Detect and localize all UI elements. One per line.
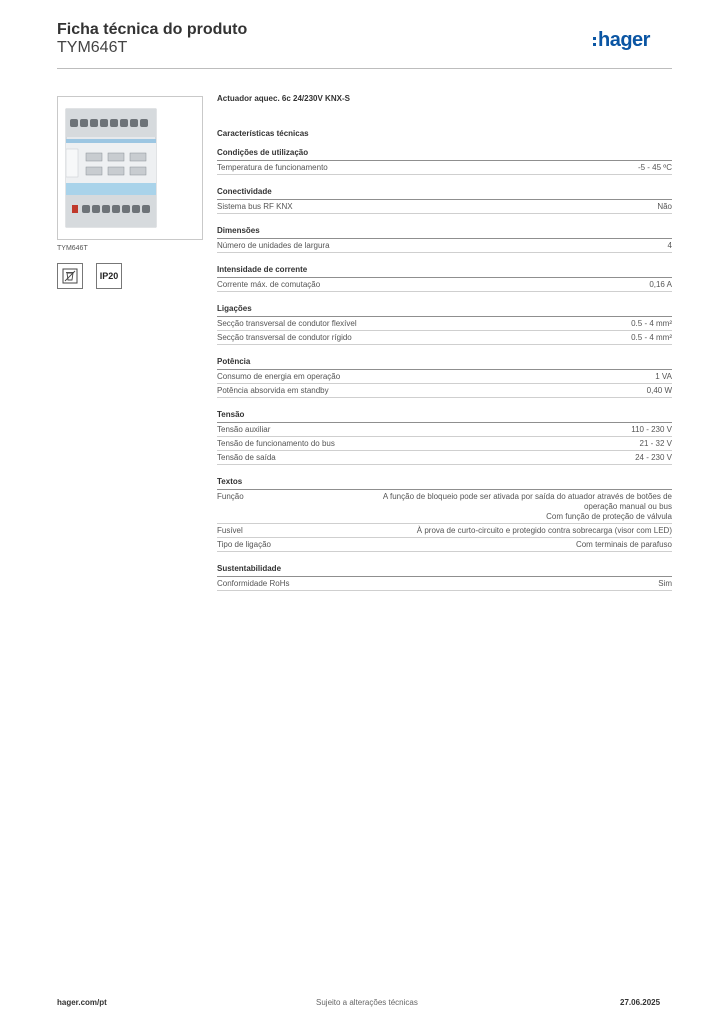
spec-value: 21 - 32 V xyxy=(639,438,672,448)
spec-row: Tipo de ligação Com terminais de parafuso xyxy=(217,538,672,552)
spec-label: Consumo de energia em operação xyxy=(217,371,341,381)
spec-row: Tensão de saída 24 - 230 V xyxy=(217,451,672,465)
spec-label: Secção transversal de condutor rígido xyxy=(217,332,352,342)
spec-row: Tensão auxiliar 110 - 230 V xyxy=(217,423,672,437)
spec-value: 0.5 - 4 mm² xyxy=(631,318,672,328)
section-sustainability: Sustentabilidade Conformidade RoHs Sim xyxy=(217,563,672,591)
spec-row: Tensão de funcionamento do bus 21 - 32 V xyxy=(217,437,672,451)
no-waste-bin-icon xyxy=(57,263,83,289)
spec-row: Potência absorvida em standby 0,40 W xyxy=(217,384,672,398)
spec-label: Tensão auxiliar xyxy=(217,424,271,434)
spec-value-line: Com função de proteção de válvula xyxy=(546,511,672,521)
section-connectivity: Conectividade Sistema bus RF KNX Não xyxy=(217,186,672,214)
spec-value: À prova de curto-circuito e protegido co… xyxy=(416,525,672,535)
hager-logo[interactable]: hager xyxy=(593,30,650,50)
section-texts: Textos Função A função de bloqueio pode s… xyxy=(217,476,672,552)
spec-value: 24 - 230 V xyxy=(635,452,672,462)
spec-label: Secção transversal de condutor flexível xyxy=(217,318,357,328)
ip-rating-badge: IP20 xyxy=(96,263,122,289)
section-title: Tensão xyxy=(217,409,672,423)
spec-value-line: A função de bloqueio pode ser ativada po… xyxy=(382,491,672,511)
section-conditions: Condições de utilização Temperatura de f… xyxy=(217,147,672,175)
spec-label: Tipo de ligação xyxy=(217,539,271,549)
logo-dots-icon xyxy=(593,36,596,46)
knx-actuator-device-icon xyxy=(65,108,157,228)
spec-row: Corrente máx. de comutação 0,16 A xyxy=(217,278,672,292)
spec-row: Função A função de bloqueio pode ser ativ… xyxy=(217,490,672,524)
spec-value: 110 - 230 V xyxy=(631,424,672,434)
product-name: Actuador aquec. 6c 24/230V KNX-S xyxy=(217,94,350,103)
spec-value: 4 xyxy=(667,240,672,250)
section-title: Conectividade xyxy=(217,186,672,200)
section-title: Ligações xyxy=(217,303,672,317)
section-dimensions: Dimensões Número de unidades de largura 4 xyxy=(217,225,672,253)
spec-label: Tensão de saída xyxy=(217,452,276,462)
section-voltage: Tensão Tensão auxiliar 110 - 230 V Tensão… xyxy=(217,409,672,465)
spec-label: Sistema bus RF KNX xyxy=(217,201,293,211)
spec-label: Função xyxy=(217,491,244,501)
section-title: Potência xyxy=(217,356,672,370)
logo-text: hager xyxy=(598,29,650,51)
footer-disclaimer: Sujeito a alterações técnicas xyxy=(316,998,418,1007)
product-code: TYM646T xyxy=(57,39,128,56)
spec-value: Com terminais de parafuso xyxy=(575,539,672,549)
spec-row: Consumo de energia em operação 1 VA xyxy=(217,370,672,384)
spec-row: Conformidade RoHs Sim xyxy=(217,577,672,591)
spec-value: 0,16 A xyxy=(649,279,672,289)
spec-value: 0.5 - 4 mm² xyxy=(631,332,672,342)
page-title: Ficha técnica do produto xyxy=(57,21,248,38)
spec-label: Corrente máx. de comutação xyxy=(217,279,321,289)
section-title: Textos xyxy=(217,476,672,490)
spec-row: Temperatura de funcionamento -5 - 45 ºC xyxy=(217,161,672,175)
spec-row: Sistema bus RF KNX Não xyxy=(217,200,672,214)
spec-label: Temperatura de funcionamento xyxy=(217,162,328,172)
specs-heading: Características técnicas xyxy=(217,129,309,138)
spec-row: Fusível À prova de curto-circuito e prote… xyxy=(217,524,672,538)
spec-value: 0,40 W xyxy=(646,385,672,395)
section-title: Intensidade de corrente xyxy=(217,264,672,278)
spec-value: 1 VA xyxy=(655,371,672,381)
header-divider xyxy=(57,68,672,69)
footer-date: 27.06.2025 xyxy=(620,998,661,1007)
section-power: Potência Consumo de energia em operação 1… xyxy=(217,356,672,398)
section-current: Intensidade de corrente Corrente máx. de… xyxy=(217,264,672,292)
footer-website-link[interactable]: hager.com/pt xyxy=(57,998,107,1007)
spec-content: Actuador aquec. 6c 24/230V KNX-S Caracte… xyxy=(217,94,672,591)
spec-label: Potência absorvida em standby xyxy=(217,385,329,395)
section-connections: Ligações Secção transversal de condutor … xyxy=(217,303,672,345)
section-title: Sustentabilidade xyxy=(217,563,672,577)
section-title: Dimensões xyxy=(217,225,672,239)
spec-row: Número de unidades de largura 4 xyxy=(217,239,672,253)
spec-label: Número de unidades de largura xyxy=(217,240,330,250)
spec-value: A função de bloqueio pode ser ativada po… xyxy=(372,492,672,522)
spec-value: Não xyxy=(657,201,672,211)
spec-value: Sim xyxy=(658,578,672,588)
product-image xyxy=(57,96,203,240)
spec-row: Secção transversal de condutor rígido 0.5… xyxy=(217,331,672,345)
product-image-caption: TYM646T xyxy=(57,245,88,252)
section-title: Condições de utilização xyxy=(217,147,672,161)
spec-label: Fusível xyxy=(217,525,243,535)
spec-value: -5 - 45 ºC xyxy=(637,162,672,172)
spec-label: Tensão de funcionamento do bus xyxy=(217,438,335,448)
spec-label: Conformidade RoHs xyxy=(217,578,290,588)
spec-row: Secção transversal de condutor flexível 0… xyxy=(217,317,672,331)
